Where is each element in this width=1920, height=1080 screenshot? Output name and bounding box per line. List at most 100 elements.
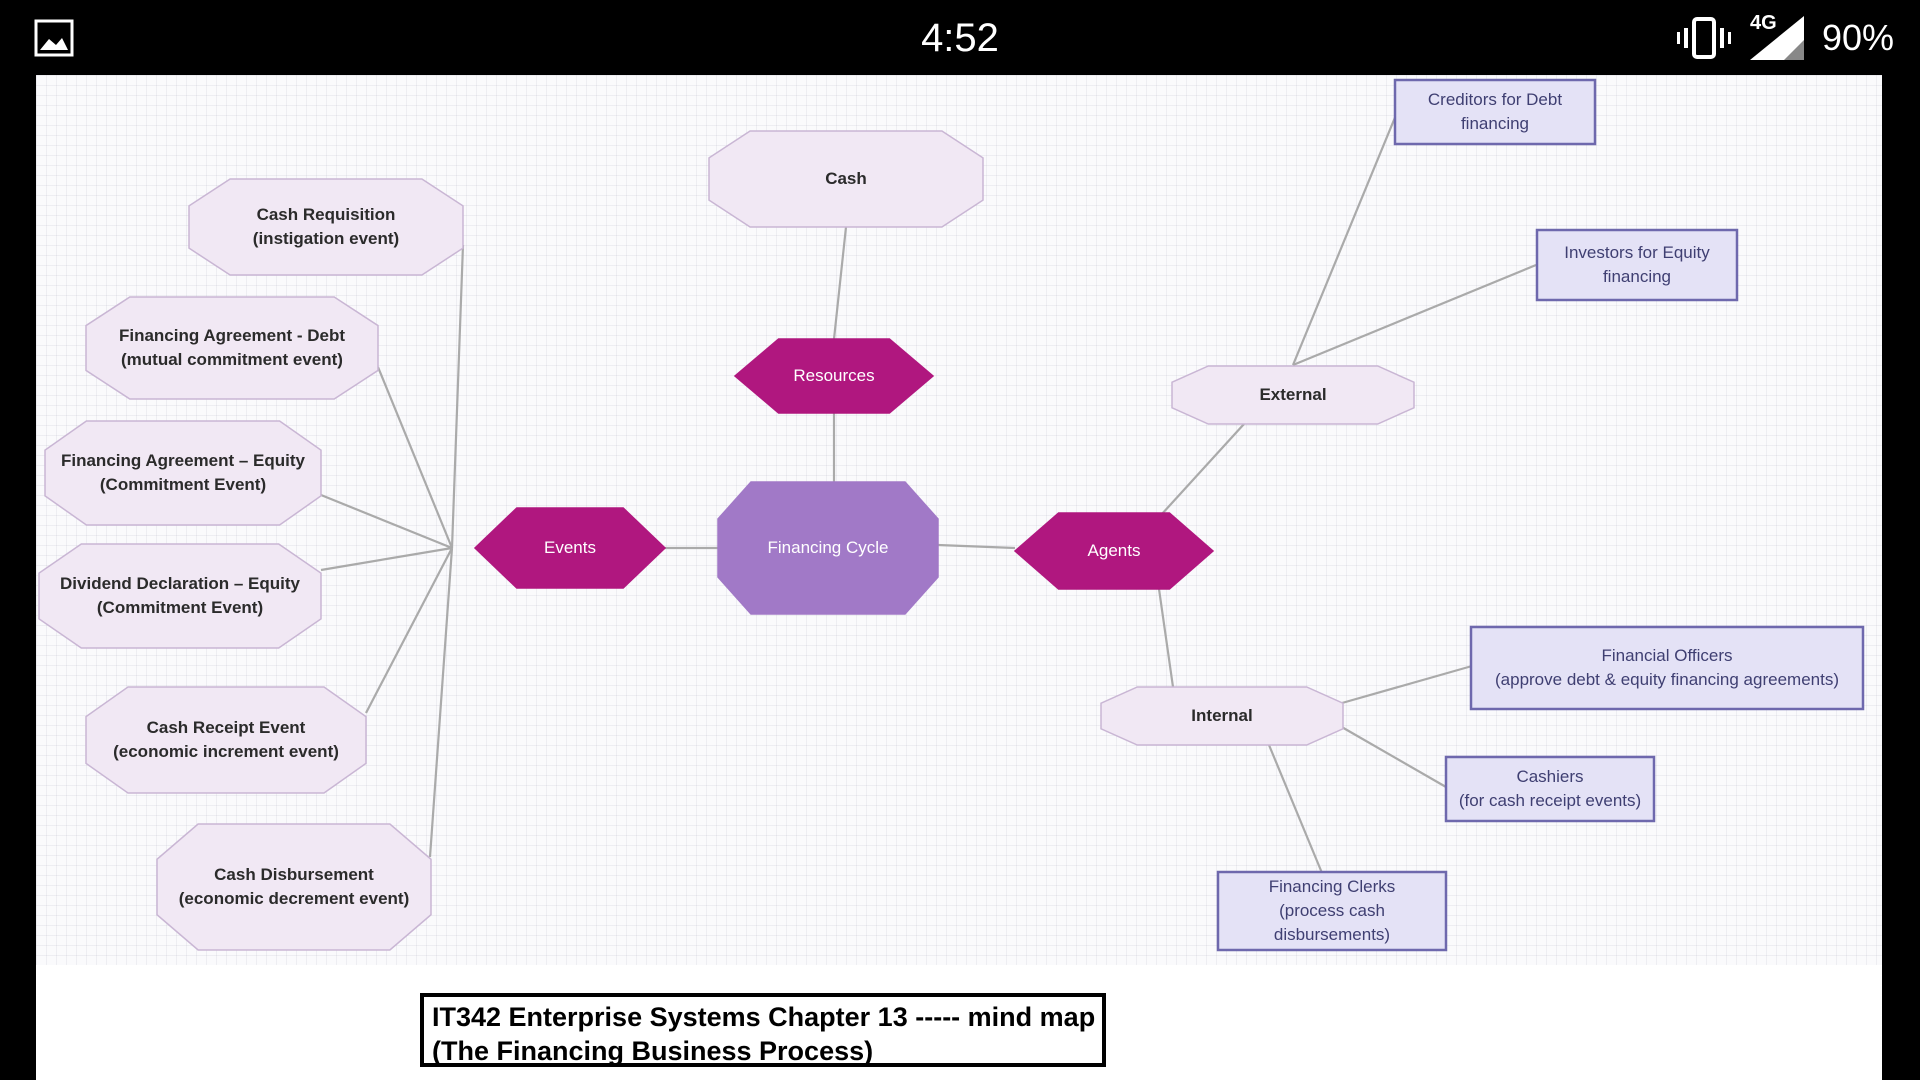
investors-label: Investors for Equity financing: [1564, 241, 1710, 289]
internal-label: Internal: [1191, 704, 1252, 728]
connector-events-financing-agreement-debt: [376, 366, 454, 549]
financing-clerks-shape: [1216, 870, 1448, 952]
external-node: External: [1172, 366, 1414, 424]
resources-label: Resources: [793, 364, 874, 388]
connector-events-financing-agreement-equity: [320, 493, 453, 550]
financial-officers-label: Financial Officers (approve debt & equity…: [1495, 644, 1839, 692]
connector-internal-financing-clerks: [1267, 744, 1324, 874]
connector-events-cash-receipt: [365, 547, 453, 714]
connector-external-creditors: [1291, 114, 1398, 366]
financing-agreement-debt-label-line: (mutual commitment event): [121, 350, 343, 369]
financial-officers-label-line: Financial Officers: [1601, 646, 1733, 665]
financing-cycle-shape: [717, 481, 939, 615]
financing-agreement-debt-node: Financing Agreement - Debt (mutual commit…: [86, 297, 378, 399]
financing-agreement-equity-label: Financing Agreement – Equity (Commitment …: [61, 449, 305, 497]
cash-disbursement-label-line: Cash Disbursement: [214, 865, 374, 884]
financing-cycle-node: Financing Cycle: [718, 482, 938, 614]
connector-agents-internal: [1157, 588, 1175, 688]
financial-officers-shape: [1469, 625, 1865, 711]
connector-events-cash-disbursement: [428, 547, 454, 858]
connector-internal-cashiers: [1339, 725, 1447, 788]
cashiers-label: Cashiers(for cash receipt events): [1459, 765, 1641, 813]
connector-events-dividend-declaration: [320, 546, 453, 572]
cash-shape: [708, 130, 984, 228]
dividend-declaration-label-line: Dividend Declaration – Equity: [60, 574, 300, 593]
status-time: 4:52: [921, 16, 999, 60]
dividend-declaration-shape: [38, 543, 322, 649]
financial-officers-label-line: (approve debt & equity financing agreeme…: [1495, 670, 1839, 689]
connector-agents-external: [1160, 423, 1245, 516]
investors-label-line: Investors for Equity: [1564, 243, 1710, 262]
resources-label-line: Resources: [793, 366, 875, 385]
financing-agreement-equity-shape: [44, 420, 322, 526]
signal-icon: [1748, 14, 1806, 62]
cash-disbursement-label: Cash Disbursement(economic decrement eve…: [179, 863, 410, 911]
battery-level: 90%: [1822, 17, 1895, 58]
events-node: Events: [475, 508, 665, 588]
agents-node: Agents: [1015, 513, 1213, 589]
financing-agreement-equity-label-line: Financing Agreement – Equity: [60, 451, 306, 470]
external-label-line: External: [1259, 385, 1327, 404]
internal-shape: [1100, 686, 1344, 746]
creditors-shape: [1393, 78, 1597, 146]
mind-map-graphic: [38, 78, 1865, 952]
investors-node: Investors for Equity financing: [1537, 230, 1737, 300]
agents-label: Agents: [1088, 539, 1141, 563]
dividend-declaration-label: Dividend Declaration – Equity (Commitment…: [60, 572, 300, 620]
connector-lines: [320, 114, 1537, 874]
cash-receipt-shape: [85, 686, 367, 794]
cashiers-label-line: Cashiers: [1516, 767, 1584, 786]
cash-requisition-label-line: Cash Requisition: [256, 205, 396, 224]
investors-shape: [1535, 228, 1739, 302]
agents-shape: [1013, 512, 1215, 590]
diagram-title-line-1: IT342 Enterprise Systems Chapter 13 ----…: [432, 1002, 1096, 1032]
cash-receipt-node: Cash Receipt Event (economic increment ev…: [86, 687, 366, 793]
financing-agreement-equity-node: Financing Agreement – Equity (Commitment …: [45, 421, 321, 525]
events-label-line: Events: [544, 538, 596, 557]
investors-label-line: financing: [1602, 267, 1672, 286]
cash-label-line: Cash: [825, 169, 867, 188]
cash-requisition-label: Cash Requisition(instigation event): [253, 203, 399, 251]
connector-events-cash-requisition: [450, 244, 465, 549]
dividend-declaration-label-line: (Commitment Event): [96, 598, 264, 617]
financing-agreement-debt-label: Financing Agreement - Debt (mutual commit…: [119, 324, 345, 372]
cash-disbursement-node: Cash Disbursement(economic decrement eve…: [157, 824, 431, 950]
external-label: External: [1259, 383, 1326, 407]
financing-clerks-label-line: disbursements): [1273, 925, 1391, 944]
financing-clerks-label-line: (process cash: [1279, 901, 1385, 920]
cash-receipt-label-line: Cash Receipt Event: [146, 718, 306, 737]
financing-clerks-label-line: Financing Clerks: [1268, 877, 1396, 896]
cash-requisition-shape: [188, 178, 464, 276]
resources-shape: [733, 338, 935, 414]
financial-officers-node: Financial Officers (approve debt & equity…: [1471, 627, 1863, 709]
internal-node: Internal: [1101, 687, 1343, 745]
cash-receipt-label: Cash Receipt Event (economic increment ev…: [113, 716, 339, 764]
connector-financing-cycle-agents: [937, 543, 1016, 550]
events-label: Events: [544, 536, 596, 560]
connector-internal-financial-officers: [1341, 664, 1473, 705]
events-shape: [473, 507, 667, 589]
financing-cycle-label: Financing Cycle: [768, 536, 889, 560]
connector-resources-cash: [832, 226, 848, 340]
external-shape: [1171, 365, 1415, 425]
cash-requisition-node: Cash Requisition(instigation event): [189, 179, 463, 275]
financing-agreement-equity-label-line: (Commitment Event): [99, 475, 267, 494]
diagram-title-line-2: (The Financing Business Process): [432, 1036, 874, 1066]
financing-agreement-debt-label-line: Financing Agreement - Debt: [118, 326, 346, 345]
financing-clerks-label: Financing Clerks (process cash disbursemen…: [1269, 875, 1396, 947]
financing-agreement-debt-shape: [85, 296, 379, 400]
cashiers-shape: [1444, 755, 1656, 823]
cash-disbursement-shape: [156, 823, 432, 951]
creditors-label-line: Creditors for Debt: [1427, 90, 1563, 109]
financing-cycle-label-line: Financing Cycle: [767, 538, 889, 557]
cash-node: Cash: [709, 131, 983, 227]
cashiers-node: Cashiers(for cash receipt events): [1446, 757, 1654, 821]
cash-receipt-label-line: (economic increment event): [113, 742, 339, 761]
connector-external-investors: [1292, 263, 1537, 367]
gallery-icon: [34, 19, 74, 57]
agents-label-line: Agents: [1087, 541, 1141, 560]
financing-clerks-node: Financing Clerks (process cash disbursemen…: [1218, 872, 1446, 950]
